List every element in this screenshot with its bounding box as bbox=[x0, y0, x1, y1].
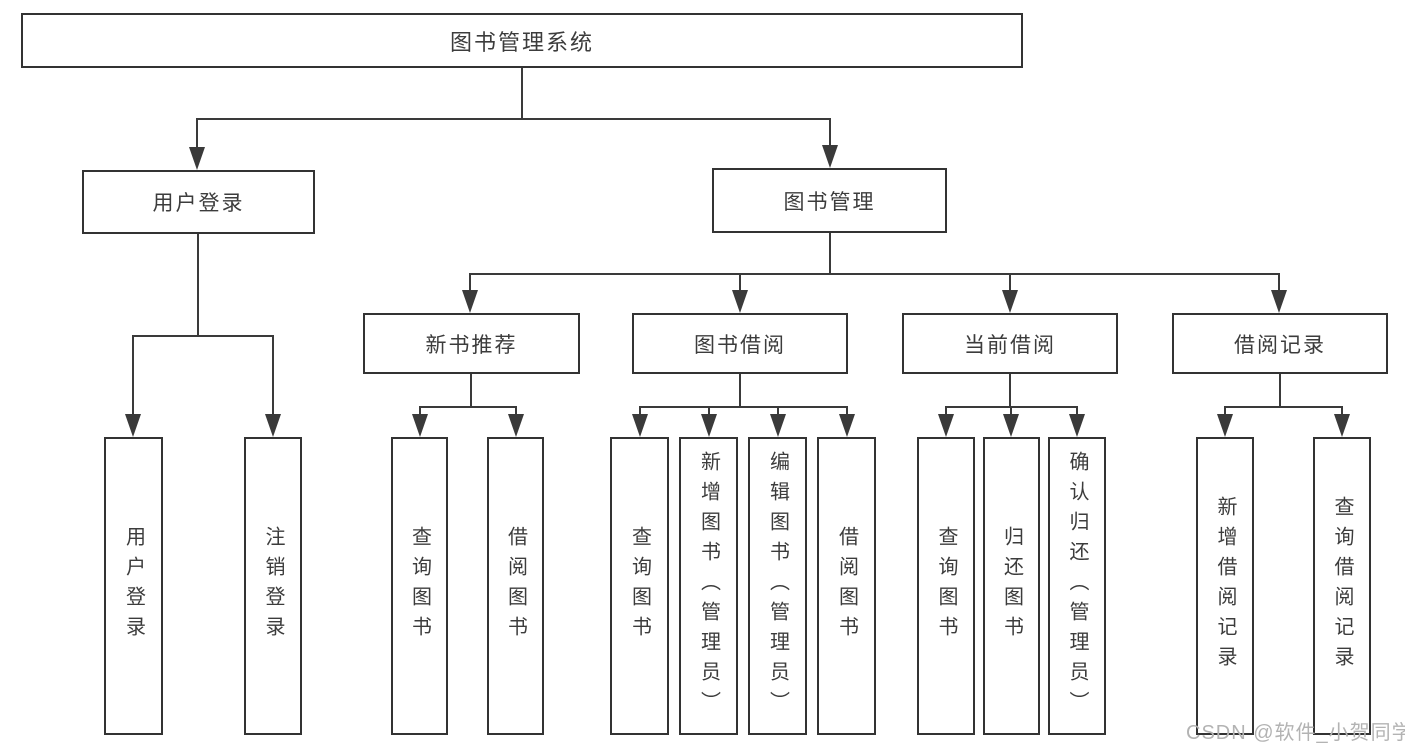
arrow-down-icon bbox=[1003, 414, 1019, 437]
arrow-down-icon bbox=[189, 147, 205, 170]
leaf-label: 编辑图书（管理员） bbox=[766, 451, 789, 721]
arrow-down-icon bbox=[938, 414, 954, 437]
node-book-borrow: 图书借阅 bbox=[632, 313, 848, 374]
node-book-management: 图书管理 bbox=[712, 168, 947, 233]
leaf-borrow-book: 借阅图书 bbox=[817, 437, 876, 735]
connector-line bbox=[272, 335, 274, 415]
leaf-query-book: 查询图书 bbox=[610, 437, 669, 735]
connector-line bbox=[1009, 273, 1011, 291]
connector-line bbox=[846, 406, 848, 415]
connector-line bbox=[1010, 406, 1012, 415]
connector-line bbox=[1224, 406, 1342, 408]
connector-line bbox=[197, 118, 831, 120]
connector-line bbox=[133, 335, 274, 337]
connector-line bbox=[739, 273, 741, 291]
leaf-label: 借阅图书 bbox=[504, 526, 527, 646]
node-new-book-recommend: 新书推荐 bbox=[363, 313, 580, 374]
leaf-query-book: 查询图书 bbox=[391, 437, 448, 735]
leaf-user-login: 用户登录 bbox=[104, 437, 163, 735]
leaf-label: 新增借阅记录 bbox=[1214, 496, 1236, 676]
arrow-down-icon bbox=[770, 414, 786, 437]
leaf-query-book: 查询图书 bbox=[917, 437, 975, 735]
arrow-down-icon bbox=[125, 414, 141, 437]
node-user-login: 用户登录 bbox=[82, 170, 315, 234]
arrow-down-icon bbox=[1334, 414, 1350, 437]
arrow-down-icon bbox=[1217, 414, 1233, 437]
connector-line bbox=[639, 406, 847, 408]
connector-line bbox=[777, 406, 779, 415]
connector-line bbox=[469, 273, 471, 291]
leaf-label: 新增图书（管理员） bbox=[697, 451, 720, 721]
connector-line bbox=[1009, 374, 1011, 406]
connector-line bbox=[132, 335, 134, 415]
connector-line bbox=[470, 374, 472, 406]
arrow-down-icon bbox=[1271, 290, 1287, 313]
connector-line bbox=[1076, 406, 1078, 415]
leaf-borrow-book: 借阅图书 bbox=[487, 437, 544, 735]
leaf-label: 查询图书 bbox=[408, 526, 431, 646]
leaf-label: 归还图书 bbox=[1000, 526, 1023, 646]
leaf-logout: 注销登录 bbox=[244, 437, 302, 735]
arrow-down-icon bbox=[265, 414, 281, 437]
leaf-label: 用户登录 bbox=[122, 526, 145, 646]
connector-line bbox=[1279, 374, 1281, 406]
connector-line bbox=[1341, 406, 1343, 415]
arrow-down-icon bbox=[822, 145, 838, 168]
leaf-label: 借阅图书 bbox=[835, 526, 858, 646]
arrow-down-icon bbox=[462, 290, 478, 313]
connector-line bbox=[946, 406, 1078, 408]
leaf-label: 查询图书 bbox=[935, 526, 957, 646]
leaf-query-borrow-record: 查询借阅记录 bbox=[1313, 437, 1371, 735]
arrow-down-icon bbox=[1002, 290, 1018, 313]
leaf-label: 注销登录 bbox=[262, 526, 284, 646]
connector-line bbox=[419, 406, 516, 408]
connector-line bbox=[196, 118, 198, 148]
connector-line bbox=[521, 68, 523, 118]
leaf-confirm-return-admin: 确认归还（管理员） bbox=[1048, 437, 1106, 735]
arrow-down-icon bbox=[412, 414, 428, 437]
leaf-return-book: 归还图书 bbox=[983, 437, 1040, 735]
connector-line bbox=[1224, 406, 1226, 415]
connector-line bbox=[829, 233, 831, 273]
arrow-down-icon bbox=[632, 414, 648, 437]
connector-line bbox=[829, 118, 831, 146]
arrow-down-icon bbox=[1069, 414, 1085, 437]
connector-line bbox=[197, 234, 199, 335]
connector-line bbox=[515, 406, 517, 415]
connector-line bbox=[708, 406, 710, 415]
leaf-edit-book-admin: 编辑图书（管理员） bbox=[748, 437, 807, 735]
leaf-label: 确认归还（管理员） bbox=[1066, 451, 1088, 721]
csdn-watermark: CSDN @软件_小贺同学 bbox=[1186, 722, 1405, 744]
leaf-label: 查询借阅记录 bbox=[1331, 496, 1353, 676]
arrow-down-icon bbox=[839, 414, 855, 437]
connector-line bbox=[945, 406, 947, 415]
connector-line bbox=[1278, 273, 1280, 291]
node-library-management-system: 图书管理系统 bbox=[21, 13, 1023, 68]
node-borrow-records: 借阅记录 bbox=[1172, 313, 1388, 374]
connector-line bbox=[739, 374, 741, 406]
node-current-borrow: 当前借阅 bbox=[902, 313, 1118, 374]
leaf-add-book-admin: 新增图书（管理员） bbox=[679, 437, 738, 735]
arrow-down-icon bbox=[732, 290, 748, 313]
arrow-down-icon bbox=[508, 414, 524, 437]
connector-line bbox=[639, 406, 641, 415]
leaf-add-borrow-record: 新增借阅记录 bbox=[1196, 437, 1254, 735]
connector-line bbox=[470, 273, 1280, 275]
arrow-down-icon bbox=[701, 414, 717, 437]
leaf-label: 查询图书 bbox=[628, 526, 651, 646]
connector-line bbox=[419, 406, 421, 415]
